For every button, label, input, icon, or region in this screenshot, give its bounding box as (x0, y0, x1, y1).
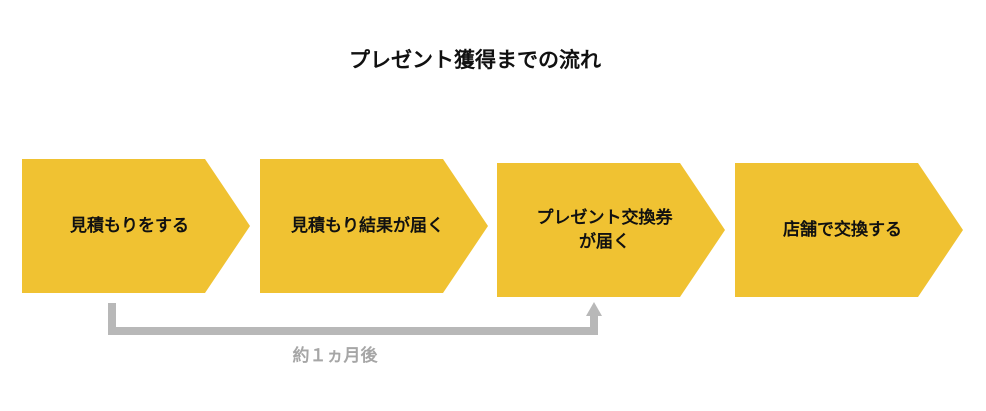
interval-label: 約１ヵ月後 (292, 346, 378, 366)
step-4-label: 店舗で交換する (783, 220, 902, 240)
diagram-title: プレゼント獲得までの流れ (349, 48, 601, 72)
step-1-label: 見積もりをする (70, 216, 189, 236)
step-1-chevron: 見積もりをする (22, 159, 250, 293)
step-4-chevron: 店舗で交換する (735, 163, 963, 297)
step-3-chevron: プレゼント交換券 が届く (497, 163, 725, 297)
step-3-label: プレゼント交換券 が届く (536, 208, 673, 252)
step-2-label: 見積もり結果が届く (291, 216, 444, 236)
step-2-chevron: 見積もり結果が届く (260, 159, 488, 293)
